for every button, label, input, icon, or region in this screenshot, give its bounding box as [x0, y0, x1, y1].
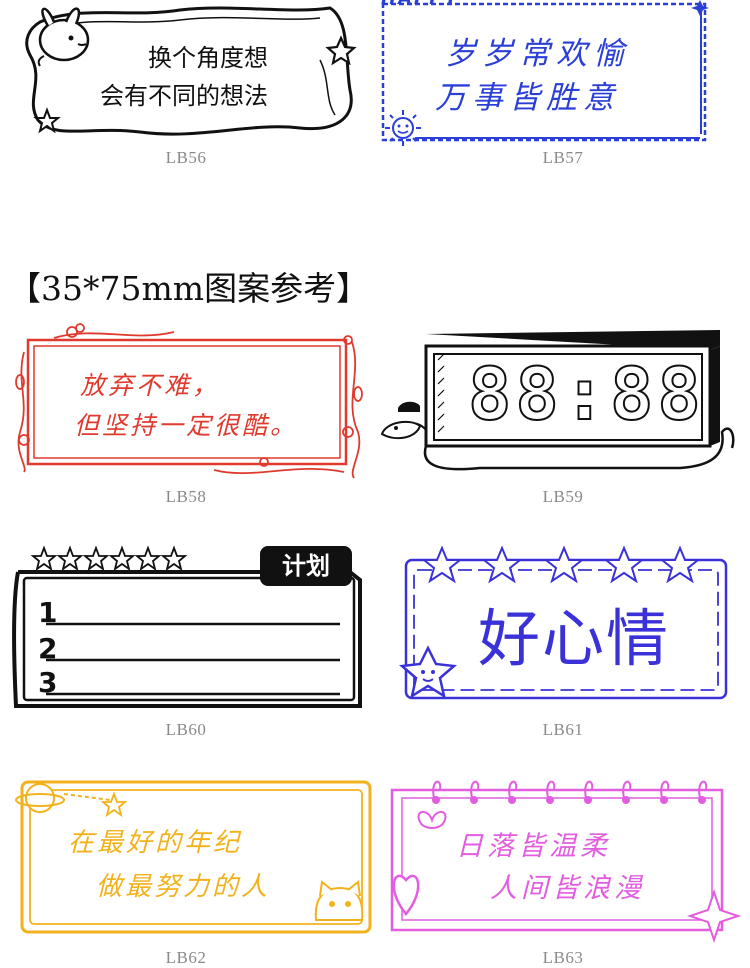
lb61-text: 好心情	[478, 602, 671, 675]
code-lb56: LB56	[165, 148, 207, 167]
lb57-line2: 万事皆胜意	[435, 80, 620, 116]
stamp-lb57: HAPPY 岁岁常欢愉 万事皆胜意	[375, 0, 750, 146]
lb58-line1: 放弃不难，	[80, 371, 221, 400]
cat-icon	[314, 880, 364, 921]
lb63-line2: 人间皆浪漫	[490, 873, 645, 904]
row-number-3: 3	[38, 666, 58, 699]
smiling-star-icon	[399, 645, 457, 699]
stamp-lb63: 日落皆温柔 人间皆浪漫	[384, 770, 742, 944]
lb57-header: HAPPY	[381, 0, 459, 9]
lb62-line2: 做最努力的人	[96, 872, 271, 902]
code-lb63: LB63	[542, 948, 584, 967]
bunny-icon	[37, 7, 90, 67]
heart-icon	[392, 874, 420, 916]
stamp-lb56: 换个角度想 会有不同的想法	[0, 0, 370, 145]
lb62-line1: 在最好的年纪	[68, 828, 243, 858]
digital-clock-icon	[380, 330, 735, 471]
notebook-ring-icon	[432, 780, 708, 799]
sun-icon	[385, 110, 421, 146]
code-lb59: LB59	[542, 487, 584, 506]
stamp-lb62: 在最好的年纪 做最努力的人	[10, 770, 372, 940]
code-lb58: LB58	[165, 487, 207, 506]
stamp-lb60: 1 2 3	[10, 544, 370, 710]
star-outline-icon	[421, 545, 701, 584]
star-icon	[33, 107, 61, 134]
star-frame	[399, 545, 728, 700]
notebook-frame	[12, 570, 362, 708]
sparkle-icon	[686, 888, 742, 944]
bow-icon	[417, 811, 447, 829]
dashed-frame	[381, 0, 709, 142]
lb58-line2: 但坚持一定很酷。	[74, 411, 299, 440]
stamp-lb58: 放弃不难， 但坚持一定很酷。	[14, 322, 364, 482]
code-lb62: LB62	[165, 948, 207, 967]
flower-vine-icon	[15, 323, 363, 467]
code-lb61: LB61	[542, 720, 584, 739]
pink-notebook-frame	[390, 780, 742, 944]
planet-icon	[15, 783, 111, 813]
lb56-line1: 换个角度想	[148, 44, 268, 72]
plan-tag: 计划	[260, 546, 352, 586]
section-title: 【35*75mm图案参考】	[8, 269, 370, 308]
star-outline-icon	[30, 545, 188, 572]
cloud-frame	[25, 6, 353, 136]
star-icon	[325, 35, 357, 66]
lb56-line2: 会有不同的想法	[100, 82, 268, 110]
lb63-line1: 日落皆温柔	[456, 831, 611, 862]
lb59-clock-readout: 88:88	[467, 351, 705, 437]
row-number-1: 1	[38, 596, 58, 629]
stamp-lb61: 好心情	[384, 540, 740, 710]
row-number-2: 2	[38, 632, 58, 665]
stamp-lb59: 88:88	[380, 326, 740, 486]
flower-vine-frame	[15, 323, 363, 479]
yellow-frame	[15, 780, 372, 934]
code-lb60: LB60	[165, 720, 207, 739]
code-lb57: LB57	[542, 148, 584, 167]
lb57-line1: 岁岁常欢愉	[445, 36, 630, 72]
